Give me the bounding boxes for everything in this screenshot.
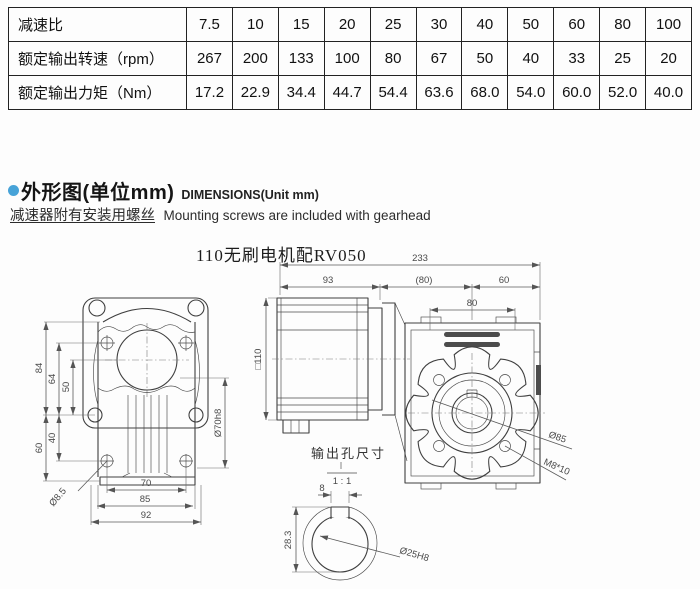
table-cell: 30 <box>415 7 463 42</box>
table-cell: 200 <box>231 41 279 76</box>
output-hole-detail: 输出孔尺寸 1 : 1 8 28.3 Ø25H8 <box>283 446 430 581</box>
dim-out-length: 60 <box>499 275 510 286</box>
table-cell: 40 <box>461 7 509 42</box>
dim-depth: 28.3 <box>283 531 294 550</box>
section-title-zh: 外形图(单位mm) <box>21 182 175 204</box>
table-cell: 50 <box>461 41 509 76</box>
dim-64: 64 <box>47 374 58 385</box>
subtitle-zh: 减速器附有安装用螺丝 <box>10 208 155 224</box>
table-cell: 40 <box>507 41 555 76</box>
detail-scale: 1 : 1 <box>333 476 352 487</box>
section-subtitle: 减速器附有安装用螺丝 Mounting screws are included … <box>10 204 431 225</box>
dim-40: 40 <box>47 433 58 444</box>
front-view <box>82 297 209 486</box>
table-cell: 80 <box>369 41 417 76</box>
dimension-drawing: 110无刷电机配RV050 <box>34 246 573 581</box>
table-cell: 80 <box>599 7 647 42</box>
table-cell: 54.0 <box>507 75 555 110</box>
table-cell: 67 <box>415 41 463 76</box>
table-cell: 15 <box>277 7 325 42</box>
dim-bore: Ø25H8 <box>398 545 430 564</box>
dim-70: 70 <box>141 478 152 489</box>
dim-60: 60 <box>34 443 45 454</box>
dim-92: 92 <box>141 510 152 521</box>
table-cell: 100 <box>645 7 692 42</box>
dim-frame: □110 <box>253 349 264 370</box>
dim-total-length: 233 <box>412 253 428 264</box>
table-cell: 63.6 <box>415 75 463 110</box>
table-cell: 133 <box>277 41 325 76</box>
bullet-icon <box>8 185 19 196</box>
table-cell: 17.2 <box>186 75 233 110</box>
table-cell: 10 <box>231 7 279 42</box>
table-cell: 7.5 <box>186 7 233 42</box>
table-cell: 20 <box>323 7 371 42</box>
table-cell: 100 <box>323 41 371 76</box>
section-title-en: DIMENSIONS(Unit mm) <box>181 188 319 202</box>
table-cell: 54.4 <box>369 75 417 110</box>
table-cell: 68.0 <box>461 75 509 110</box>
output-view <box>404 316 545 490</box>
output-view-dimensions: 80 Ø85 M8*10 <box>429 298 573 481</box>
row-label: 额定输出力矩（Nm） <box>8 75 187 110</box>
table-cell: 44.7 <box>323 75 371 110</box>
dim-motor-length: 93 <box>323 275 334 286</box>
detail-label: 输出孔尺寸 <box>311 446 386 461</box>
table-cell: 60.0 <box>553 75 601 110</box>
dim-key-width: 8 <box>319 483 324 494</box>
side-view <box>272 297 410 462</box>
row-label: 额定输出转速（rpm） <box>8 41 187 76</box>
table-cell: 25 <box>599 41 647 76</box>
dim-flange-dia: Ø85 <box>547 429 568 445</box>
table-cell: 50 <box>507 7 555 42</box>
table-cell: 22.9 <box>231 75 279 110</box>
side-view-dimensions: □110 233 93 (80) 60 <box>253 253 541 421</box>
dim-85: 85 <box>140 494 151 505</box>
table-cell: 52.0 <box>599 75 647 110</box>
dim-boss-dia: Ø70h8 <box>213 409 224 438</box>
table-cell: 40.0 <box>645 75 692 110</box>
table-cell: 267 <box>186 41 233 76</box>
dim-80: 80 <box>467 298 478 309</box>
table-cell: 20 <box>645 41 692 76</box>
row-label: 减速比 <box>8 7 187 42</box>
dim-hole-dia: Ø8.5 <box>47 486 69 509</box>
subtitle-en: Mounting screws are included with gearhe… <box>163 208 431 223</box>
dim-84: 84 <box>34 363 45 374</box>
front-view-dimensions: 84 64 50 40 60 Ø8.5 Ø70h8 70 85 92 <box>34 321 229 525</box>
dim-50: 50 <box>61 382 72 393</box>
drawing-title: 110无刷电机配RV050 <box>196 246 367 265</box>
dim-mid-length: (80) <box>416 275 433 286</box>
section-header: 外形图(单位mm) DIMENSIONS(Unit mm) <box>8 176 319 205</box>
table-cell: 33 <box>553 41 601 76</box>
table-cell: 34.4 <box>277 75 325 110</box>
table-cell: 60 <box>553 7 601 42</box>
table-cell: 25 <box>369 7 417 42</box>
